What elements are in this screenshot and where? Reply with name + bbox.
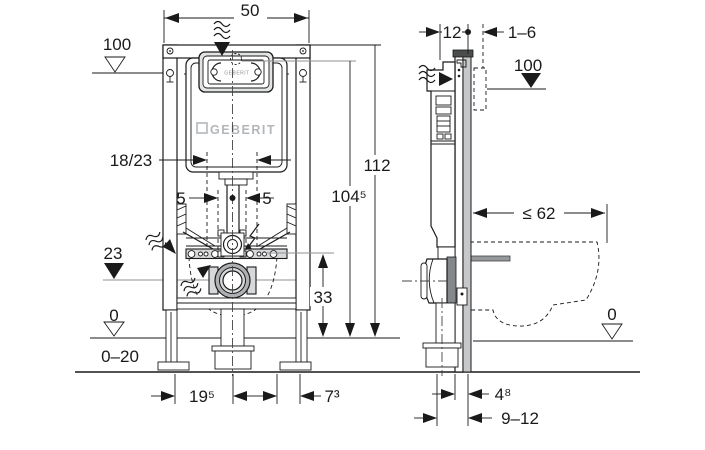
water-supply-arrow-top: [214, 42, 230, 56]
water-supply-icon-inner: [179, 275, 203, 300]
water-supply-arrow-inner: [197, 265, 211, 278]
side-view: [402, 49, 600, 376]
outlet-pipe-side: [435, 302, 456, 344]
water-supply-icon-top: [213, 20, 231, 40]
level-marker-filled: [104, 263, 124, 279]
level-0-side: 0: [607, 305, 616, 324]
mounting-rail-back: [462, 54, 472, 373]
panel-screw-icon: [254, 68, 262, 76]
frame-rail-left: [162, 44, 178, 311]
support-bracket-right: [257, 203, 297, 250]
outlet-box: [214, 350, 252, 370]
dim-bolt-spacing: 18/23: [110, 151, 153, 170]
rail-head: [452, 49, 474, 58]
level-0-front: 0: [109, 306, 118, 325]
flush-bend-connector: [218, 171, 254, 180]
level-marker-open: [601, 323, 623, 340]
panel-screw-icon: [210, 68, 218, 76]
dim-offset-4-8: 4⁸: [495, 385, 512, 404]
flush-plate-zone: [473, 67, 487, 111]
frame-foot-right: [279, 361, 312, 371]
fixing-holes: [187, 250, 278, 258]
level-marker-filled: [521, 73, 541, 88]
outlet-coupling: [446, 256, 457, 304]
level-lines: [75, 72, 640, 373]
dim-bottom-right: 7³: [324, 387, 339, 406]
dim-frame-width: 50: [241, 1, 260, 20]
level-100-front: 100: [103, 35, 131, 54]
support-bracket-left: [176, 203, 216, 250]
dim-height-actuation: 104⁵: [331, 187, 366, 206]
dim-bottom-left: 19⁵: [189, 387, 215, 406]
frame-leg-left: [165, 309, 178, 364]
dim-height-total: 112: [363, 156, 390, 175]
dim-rail-depth: 12: [443, 23, 462, 42]
level-23: 23: [104, 244, 123, 263]
dim-pan-depth-max: ≤ 62: [523, 204, 556, 223]
frame-leg-right: [295, 309, 308, 364]
dim-offset-5-left: 5: [176, 189, 185, 208]
flush-plate-access-box: GEBERIT: [198, 51, 274, 93]
wc-fixing-bolt: [469, 255, 511, 262]
actuation-center-mark: [230, 53, 242, 65]
level-marker-open: [103, 321, 125, 337]
level-marker-open: [104, 56, 126, 73]
water-supply-arrow-left: [163, 239, 176, 254]
geberit-logo: GEBERIT: [210, 123, 276, 137]
flush-bend: [217, 229, 247, 258]
front-view: GEBERIT GEBERIT: [144, 20, 312, 376]
level-100-side: 100: [514, 56, 542, 75]
dimensions: 50 100 18/23 5 5 23 0 0–20 104⁵: [101, 1, 623, 428]
frame-rail-right: [295, 44, 311, 311]
dim-height-33: 33: [314, 288, 333, 307]
water-supply-arrow-side: [439, 72, 453, 86]
dim-offset-range: 9–12: [501, 409, 539, 428]
dim-floor-range: 0–20: [101, 347, 139, 366]
mounting-rail: [454, 54, 464, 373]
cistern-side-profile: [426, 61, 456, 248]
panel-logo-text: GEBERIT: [224, 71, 249, 77]
frame-crossbar: [176, 297, 297, 310]
wc-pan-outline-side: [470, 241, 600, 327]
frame-foot-left: [157, 361, 190, 371]
geberit-logo-square: [196, 122, 208, 134]
dim-wall-finish: 1–6: [508, 23, 536, 42]
dim-offset-5-right: 5: [262, 189, 271, 208]
